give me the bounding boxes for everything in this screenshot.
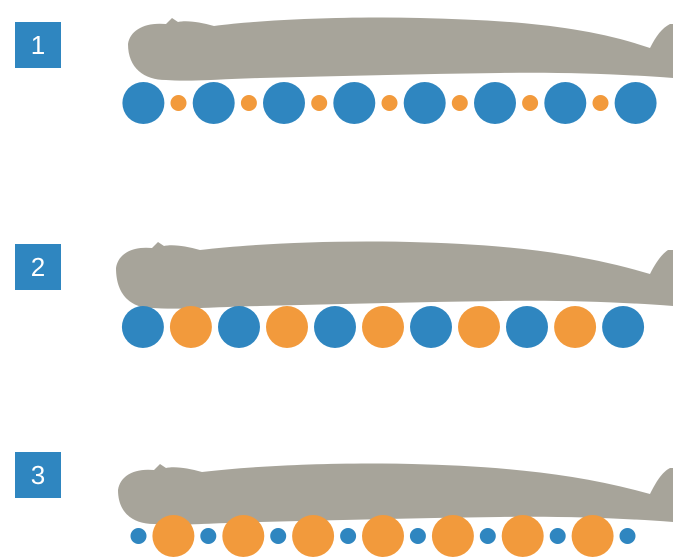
blue-large-cell	[602, 306, 644, 348]
orange-large-cell	[458, 306, 500, 348]
orange-large-cell	[502, 515, 544, 557]
blue-small-cell	[410, 528, 426, 544]
blue-large-cell	[333, 82, 375, 124]
orange-small-cell	[382, 95, 398, 111]
blue-small-cell	[480, 528, 496, 544]
orange-large-cell	[362, 306, 404, 348]
orange-large-cell	[362, 515, 404, 557]
mattress-panel-1: 1	[0, 0, 673, 150]
blue-large-cell	[193, 82, 235, 124]
blue-large-cell	[404, 82, 446, 124]
blue-large-cell	[218, 306, 260, 348]
blue-large-cell	[122, 82, 164, 124]
orange-large-cell	[432, 515, 474, 557]
blue-small-cell	[131, 528, 147, 544]
orange-large-cell	[292, 515, 334, 557]
blue-small-cell	[340, 528, 356, 544]
cell-row-2	[0, 222, 673, 372]
orange-small-cell	[241, 95, 257, 111]
blue-large-cell	[506, 306, 548, 348]
blue-large-cell	[544, 82, 586, 124]
orange-small-cell	[522, 95, 538, 111]
orange-small-cell	[593, 95, 609, 111]
orange-small-cell	[452, 95, 468, 111]
cell-row-3	[0, 410, 673, 560]
orange-large-cell	[266, 306, 308, 348]
orange-large-cell	[152, 515, 194, 557]
mattress-panel-3: 3	[0, 410, 673, 560]
blue-large-cell	[314, 306, 356, 348]
orange-large-cell	[222, 515, 264, 557]
blue-small-cell	[200, 528, 216, 544]
blue-large-cell	[474, 82, 516, 124]
orange-small-cell	[171, 95, 187, 111]
blue-small-cell	[270, 528, 286, 544]
orange-large-cell	[572, 515, 614, 557]
cell-row-1	[0, 0, 673, 150]
orange-small-cell	[311, 95, 327, 111]
blue-large-cell	[410, 306, 452, 348]
blue-large-cell	[122, 306, 164, 348]
blue-small-cell	[550, 528, 566, 544]
blue-large-cell	[263, 82, 305, 124]
mattress-panel-2: 2	[0, 222, 673, 372]
blue-large-cell	[615, 82, 657, 124]
blue-small-cell	[620, 528, 636, 544]
orange-large-cell	[554, 306, 596, 348]
orange-large-cell	[170, 306, 212, 348]
